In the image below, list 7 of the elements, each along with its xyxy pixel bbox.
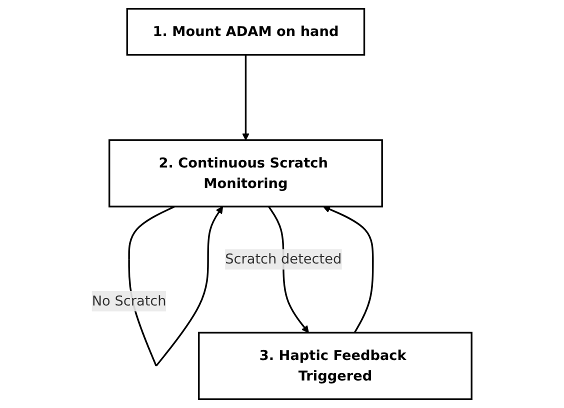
edge-label: No Scratch	[92, 292, 167, 309]
edge-label: Scratch detected	[225, 250, 342, 268]
node-box: 1. Mount ADAM on hand	[126, 8, 366, 56]
arrow	[242, 54, 250, 140]
arrow	[323, 206, 374, 334]
node-box: 3. Haptic Feedback Triggered	[198, 332, 473, 400]
node-box: 2. Continuous Scratch Monitoring	[108, 139, 384, 208]
